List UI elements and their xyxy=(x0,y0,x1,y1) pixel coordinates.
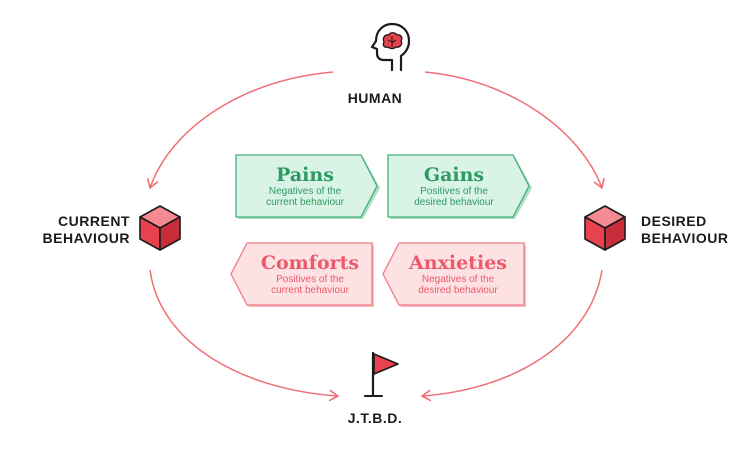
head-with-brain-icon xyxy=(370,22,411,72)
anxieties-subtitle-line-2: desired behaviour xyxy=(418,285,498,296)
gains-shape xyxy=(387,154,532,219)
comforts-shape xyxy=(230,242,374,307)
human-label: HUMAN xyxy=(347,90,403,106)
comforts-title: Comforts xyxy=(260,252,360,274)
desired-behaviour-label: DESIRED BEHAVIOUR xyxy=(641,213,741,247)
desired-behaviour-label-line-2: BEHAVIOUR xyxy=(641,230,729,246)
gains-title: Gains xyxy=(423,164,485,186)
gains-subtitle-line-1: Positives of the xyxy=(420,186,488,197)
jtbd-label: J.T.B.D. xyxy=(347,410,403,426)
pains-subtitle-line-1: Negatives of the xyxy=(268,186,342,197)
flag-icon xyxy=(364,351,399,398)
current-behaviour-cube-icon xyxy=(139,205,181,251)
pains-title: Pains xyxy=(276,164,334,186)
comforts-subtitle-line-1: Positives of the xyxy=(276,274,344,285)
comforts-subtitle-line-2: current behaviour xyxy=(271,285,349,296)
gains-subtitle-line-2: desired behaviour xyxy=(414,197,494,208)
pains-subtitle-line-2: current behaviour xyxy=(266,197,344,208)
arc-human-to-desired xyxy=(424,71,605,189)
anxieties-title: Anxieties xyxy=(409,252,507,274)
anxieties-shape xyxy=(382,242,526,307)
arc-human-to-current xyxy=(147,71,334,189)
arc-current-to-jtbd xyxy=(149,269,339,402)
anxieties-subtitle-line-1: Negatives of the xyxy=(421,274,495,285)
comforts-text: Comforts Positives of the current behavi… xyxy=(250,252,370,296)
pains-text: Pains Negatives of the current behaviour xyxy=(245,164,365,208)
pains-shape xyxy=(235,154,380,219)
current-behaviour-label-line-2: BEHAVIOUR xyxy=(42,230,130,246)
desired-behaviour-label-line-1: DESIRED xyxy=(641,213,707,229)
current-behaviour-label: CURRENT BEHAVIOUR xyxy=(30,213,130,247)
current-behaviour-label-line-1: CURRENT xyxy=(58,213,130,229)
anxieties-text: Anxieties Negatives of the desired behav… xyxy=(398,252,518,296)
gains-text: Gains Positives of the desired behaviour xyxy=(394,164,514,208)
desired-behaviour-cube-icon xyxy=(584,205,626,251)
arc-desired-to-jtbd xyxy=(421,269,603,402)
